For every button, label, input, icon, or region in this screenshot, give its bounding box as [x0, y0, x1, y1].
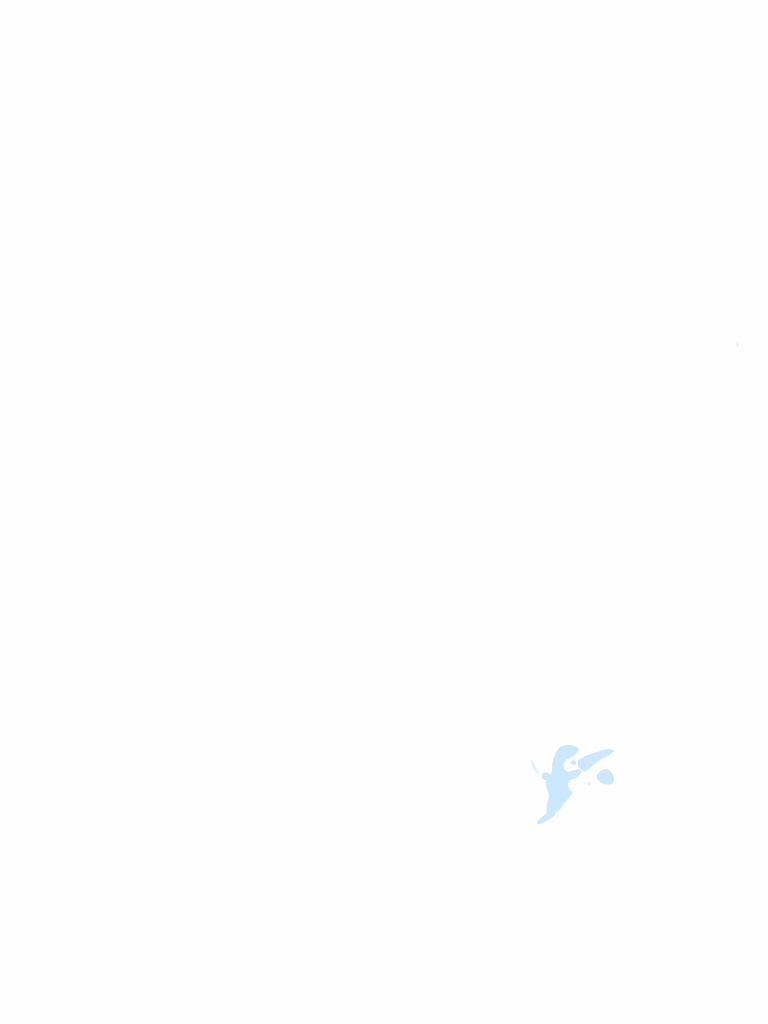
water-body	[531, 744, 615, 825]
water-speck	[736, 341, 739, 348]
